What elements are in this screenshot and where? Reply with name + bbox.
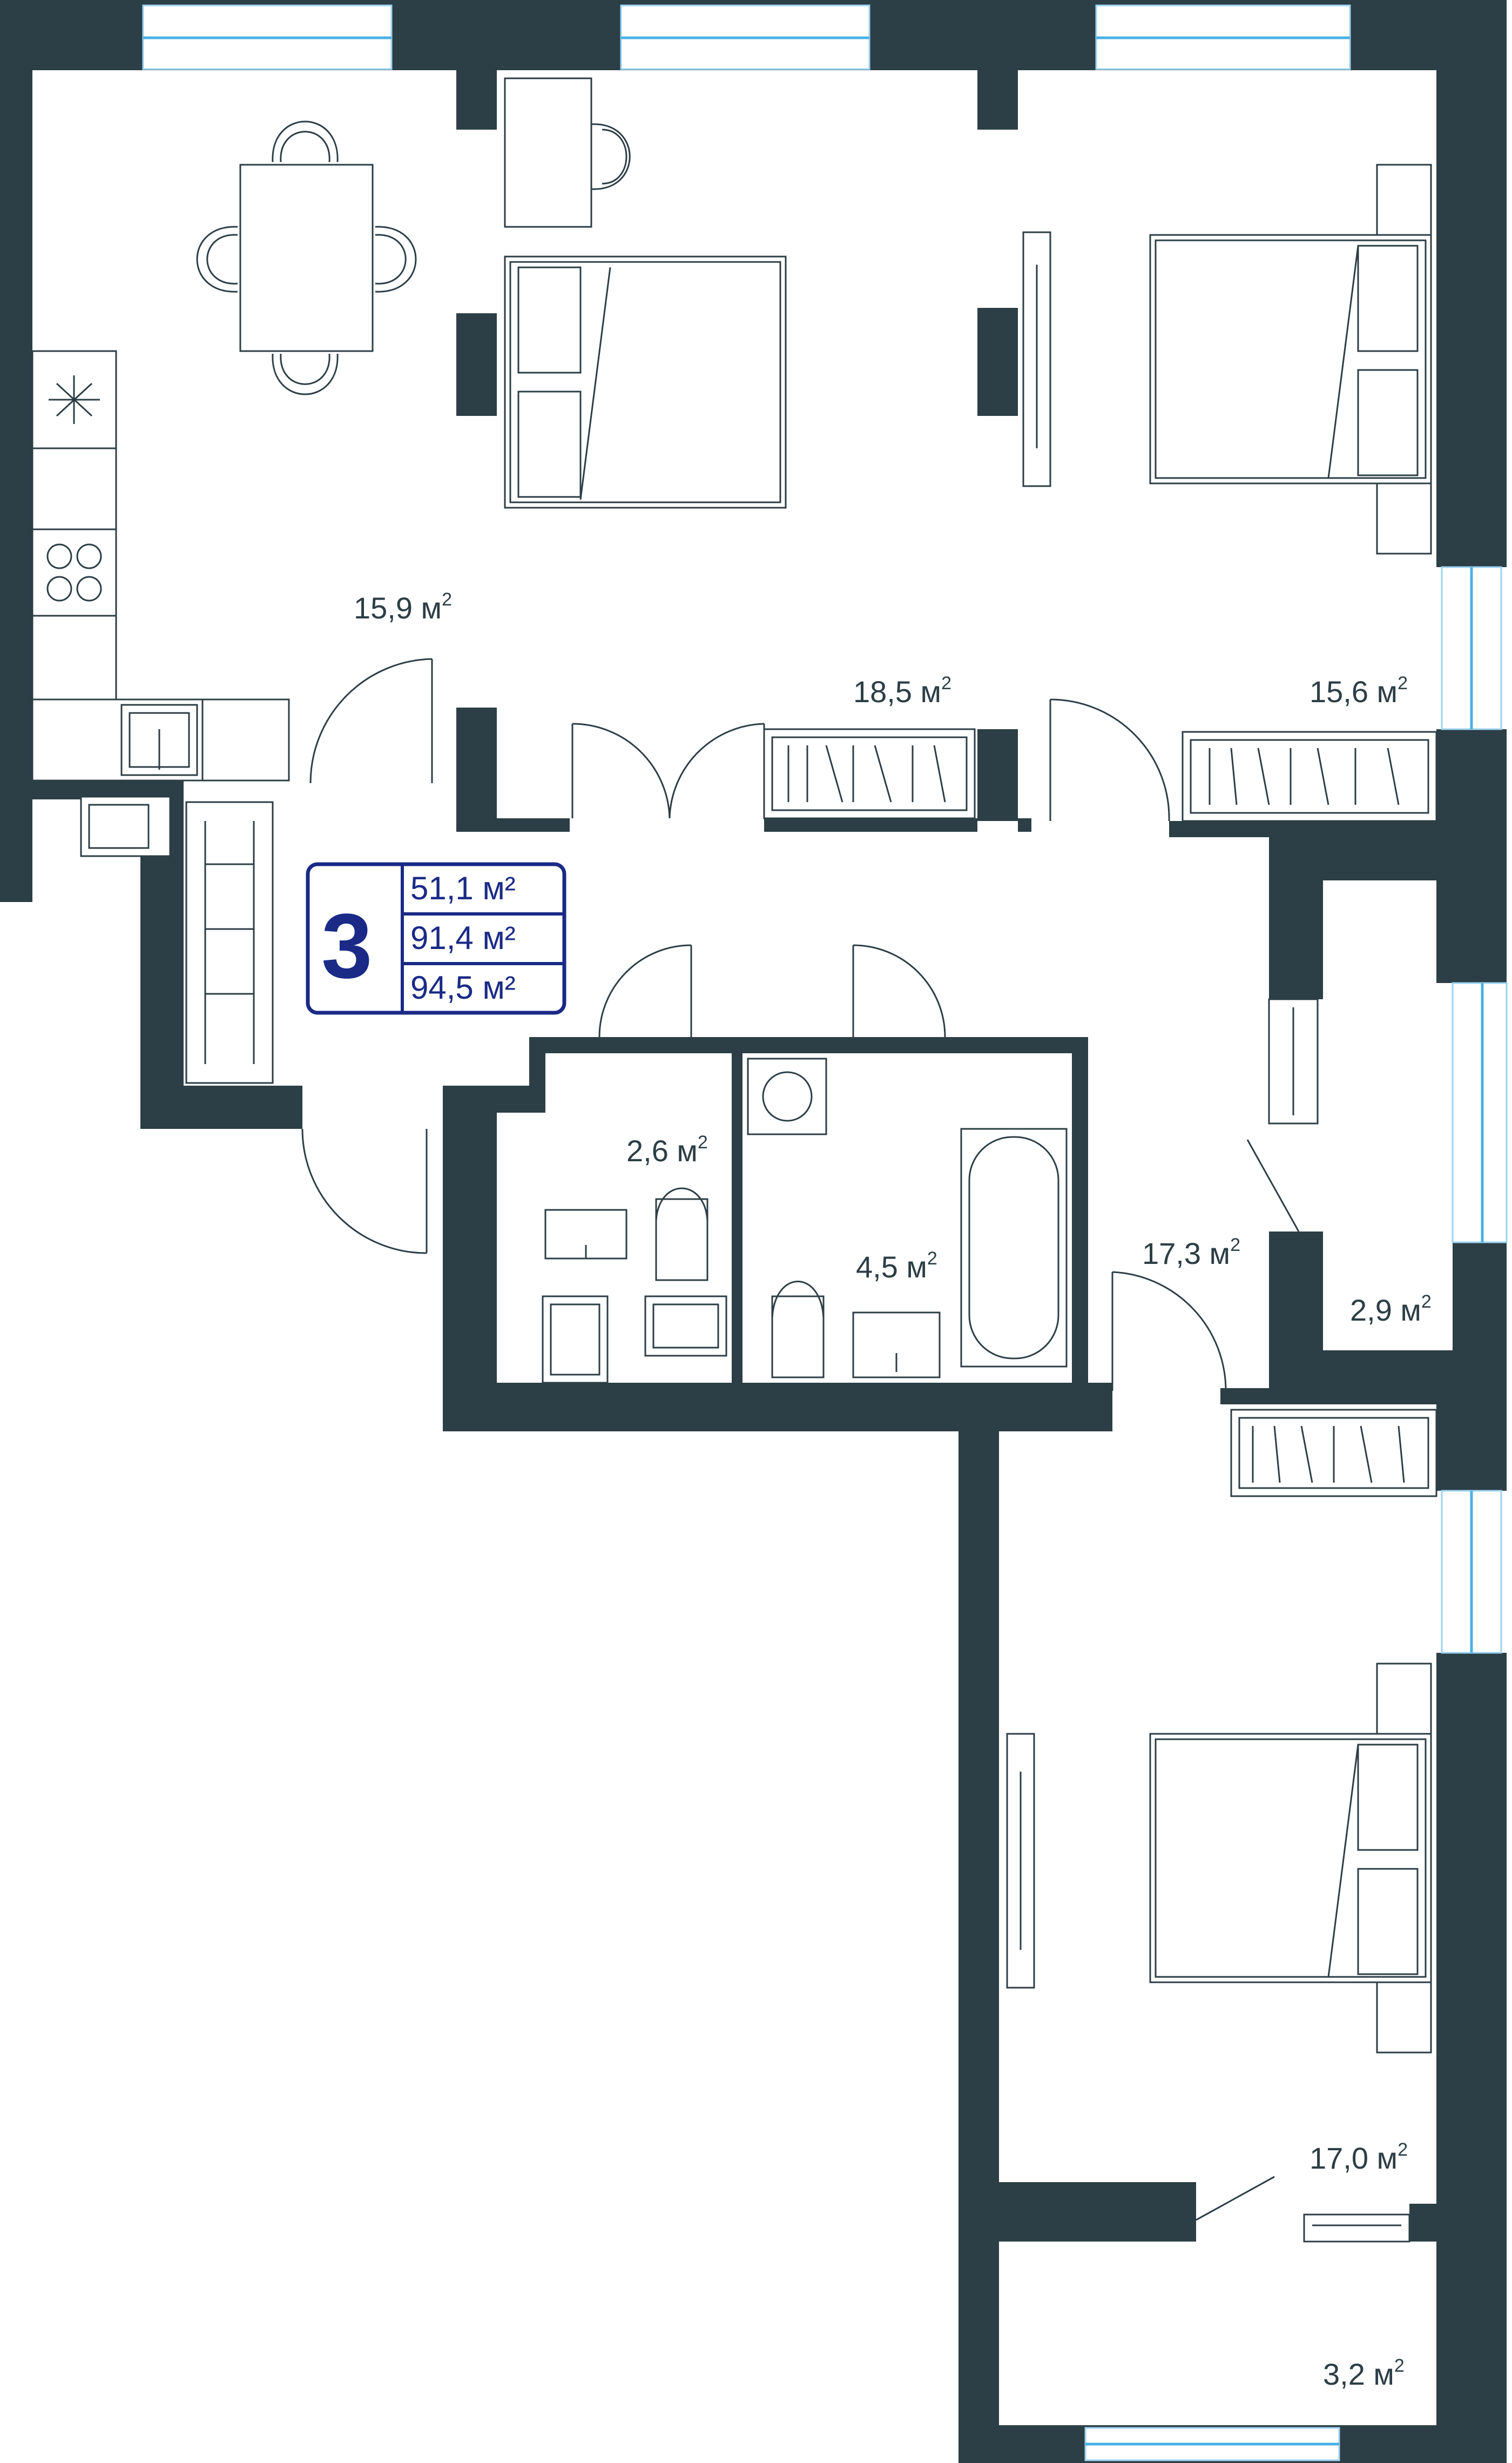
room-area-closet: 2,9 м2 [1350,1291,1432,1327]
room-area-bedroom-3: 17,0 м2 [1310,2139,1408,2175]
windows [142,4,1508,2461]
room-area-wc: 2,6 м2 [626,1132,708,1168]
room-area-bedroom-2: 15,6 м2 [1310,673,1408,709]
total-area-with-balcony: 94,5 м² [410,970,516,1006]
room-area-balcony: 3,2 м2 [1323,2356,1405,2391]
room-area-kitchen: 15,9 м2 [354,589,452,625]
living-area: 51,1 м² [410,870,516,906]
room-labels: 15,9 м2 18,5 м2 15,6 м2 2,6 м2 4,5 м2 17… [354,589,1432,2391]
furniture [31,77,1437,2243]
room-area-bedroom-1: 18,5 м2 [853,673,951,709]
doors [301,658,1300,2221]
room-area-hallway: 17,3 м2 [1142,1235,1240,1270]
total-area: 91,4 м² [410,920,516,956]
summary-badge: 3 51,1 м² 91,4 м² 94,5 м² [306,862,566,1015]
rooms-count: 3 [321,895,373,998]
room-area-bathroom: 4,5 м2 [856,1248,937,1284]
